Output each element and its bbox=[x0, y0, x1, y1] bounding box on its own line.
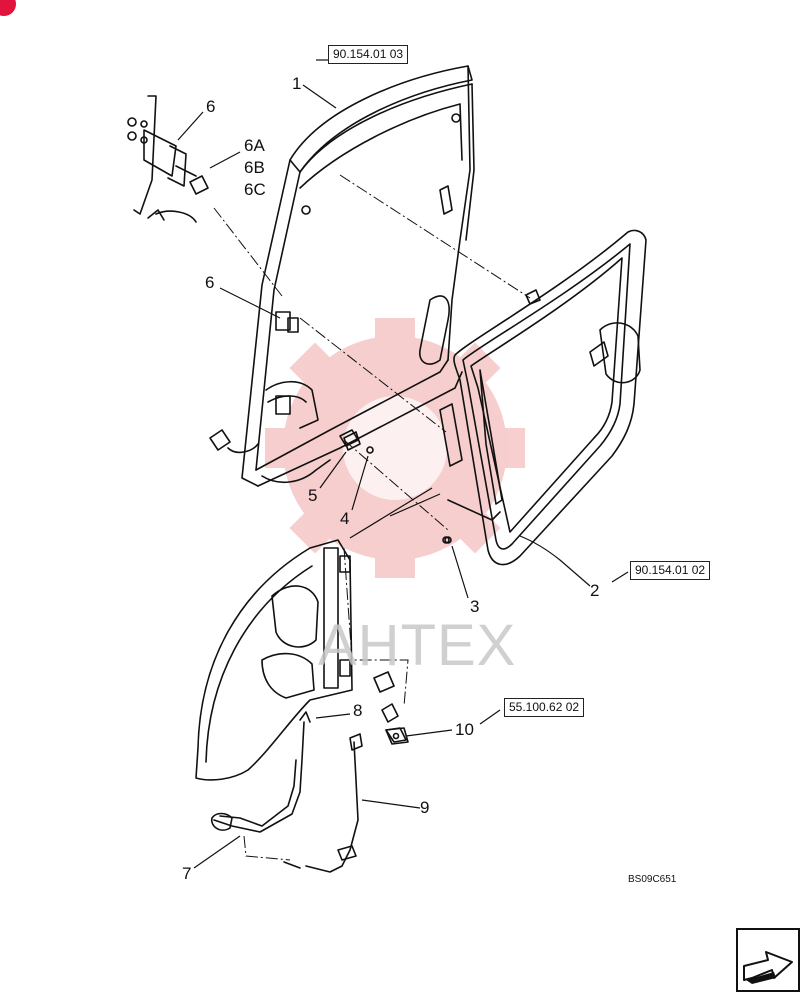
callout-6A: 6A bbox=[244, 136, 265, 155]
callout-6-top: 6 bbox=[206, 97, 216, 116]
leader-explode-2 bbox=[389, 493, 441, 517]
bracket-part bbox=[385, 727, 409, 745]
assembly-line bbox=[343, 439, 449, 531]
hinge-detail bbox=[127, 95, 209, 223]
callout-6B: 6B bbox=[244, 158, 265, 177]
wire-harness bbox=[210, 711, 363, 873]
callout-9: 9 bbox=[420, 798, 430, 817]
callout-4: 4 bbox=[340, 509, 350, 528]
leader-3 bbox=[451, 545, 469, 599]
leader-6-mid bbox=[219, 287, 281, 319]
leader-5 bbox=[319, 451, 347, 489]
assembly-line bbox=[213, 207, 283, 297]
callout-2: 2 bbox=[590, 581, 600, 600]
leader-10-ref bbox=[479, 709, 501, 725]
nav-arrow-button[interactable] bbox=[736, 928, 800, 992]
corner-badge-icon bbox=[0, 0, 16, 16]
callout-6C: 6C bbox=[244, 180, 266, 199]
assembly-line bbox=[299, 317, 447, 433]
door-frame bbox=[209, 65, 475, 487]
callout-7: 7 bbox=[182, 864, 192, 883]
leader-2 bbox=[519, 535, 591, 587]
drawing-code: BS09C651 bbox=[628, 874, 677, 885]
callout-3: 3 bbox=[470, 597, 480, 616]
door-glass bbox=[439, 229, 647, 566]
callout-5: 5 bbox=[308, 486, 318, 505]
ref-door-glass[interactable]: 90.154.01 02 bbox=[630, 561, 711, 581]
lower-door-panel bbox=[195, 539, 407, 781]
callout-10: 10 bbox=[455, 720, 474, 739]
leader-explode bbox=[349, 487, 433, 539]
callout-6-mid: 6 bbox=[205, 273, 215, 292]
ref-door-frame[interactable]: 90.154.01 03 bbox=[328, 45, 409, 65]
leader-1 bbox=[302, 84, 337, 109]
callout-8: 8 bbox=[353, 701, 363, 720]
leader-6-top bbox=[177, 111, 204, 141]
small-fasteners bbox=[343, 431, 452, 544]
arrow-icon bbox=[743, 951, 793, 984]
leader-9 bbox=[361, 799, 421, 809]
assembly-line bbox=[339, 174, 531, 299]
leader-6A bbox=[209, 151, 241, 169]
ref-bracket[interactable]: 55.100.62 02 bbox=[504, 698, 585, 718]
leader-7 bbox=[193, 835, 241, 869]
callout-1: 1 bbox=[292, 74, 302, 93]
leader-10 bbox=[405, 729, 453, 737]
leader-8 bbox=[315, 713, 351, 719]
assembly-line bbox=[243, 835, 291, 861]
leader-2-ref bbox=[611, 571, 629, 583]
assembly-line bbox=[343, 547, 409, 707]
watermark-text: AHTEX bbox=[318, 613, 517, 678]
leader-4 bbox=[351, 455, 369, 511]
